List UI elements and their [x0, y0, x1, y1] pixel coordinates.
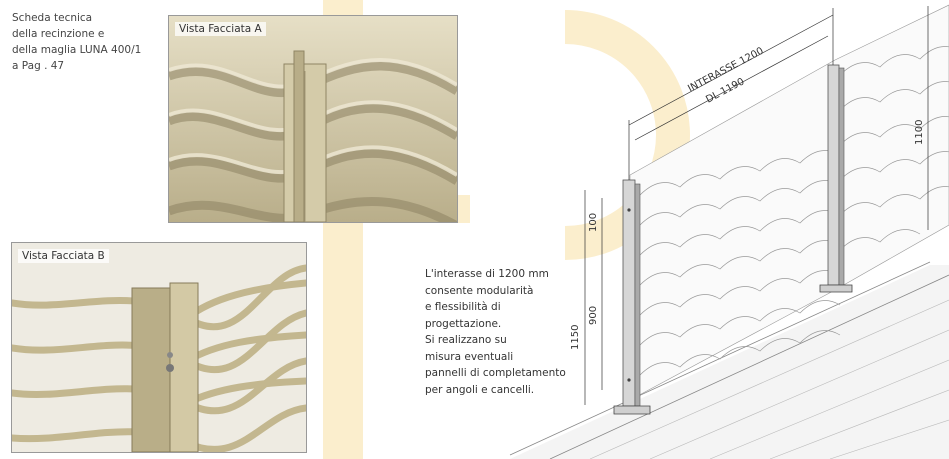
note-line: L'interasse di 1200 mm — [425, 268, 549, 280]
post-right — [819, 64, 853, 293]
photo-a-label: Vista Facciata A — [175, 22, 266, 36]
intro-line: della recinzione e — [12, 28, 105, 40]
dim-1150-label: 1150 — [570, 325, 581, 350]
photo-vista-facciata-a: Vista Facciata A — [168, 15, 458, 223]
dim-900-label: 900 — [588, 306, 599, 325]
dim-100-label: 100 — [588, 213, 599, 232]
dim-line-dl — [634, 35, 829, 141]
photo-b-image — [12, 243, 306, 452]
note-line: per angoli e cancelli. — [425, 383, 535, 396]
height-1100-label: 1100 — [914, 120, 925, 145]
intro-line: a Pag . 47 — [12, 60, 65, 72]
technical-drawing: INTERASSE 1200 DL 1190 1100 100 900 1150 — [509, 4, 949, 459]
description-note: L'interasse di 1200 mm consente modulari… — [425, 266, 585, 398]
photo-b-label: Vista Facciata B — [18, 249, 109, 263]
photo-vista-facciata-b: Vista Facciata B — [11, 242, 307, 453]
note-line: progettazione. — [425, 317, 502, 330]
note-line: misura eventuali — [425, 350, 514, 363]
intro-text: Scheda tecnica della recinzione e della … — [12, 10, 162, 74]
intro-line: Scheda tecnica — [12, 12, 93, 24]
photo-a-image — [169, 16, 457, 222]
note-line: e flessibilità di — [425, 301, 501, 313]
note-line: Si realizzano su — [425, 334, 507, 346]
dim-line-interasse — [628, 14, 834, 126]
note-line: consente modularità — [425, 284, 534, 297]
note-line: pannelli di completamento — [425, 367, 566, 379]
intro-line: della maglia LUNA 400/1 — [12, 44, 142, 56]
